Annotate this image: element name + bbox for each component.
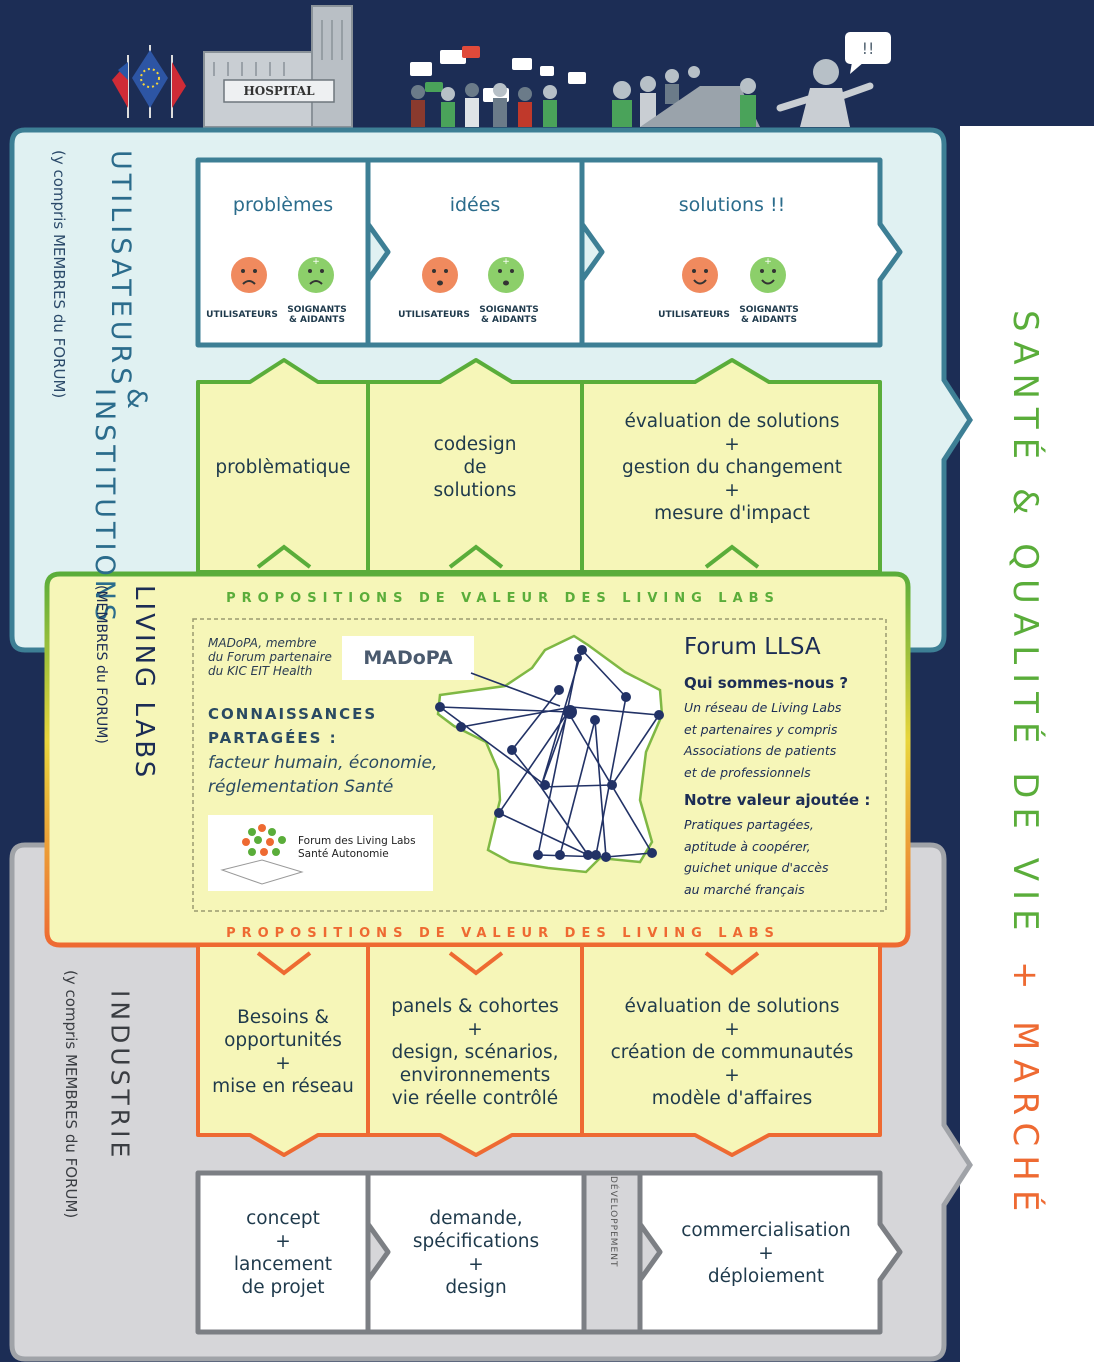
flags-icon xyxy=(112,45,186,118)
meeting-icon xyxy=(612,66,760,127)
forum-title: Forum LLSA xyxy=(684,634,821,660)
forum-logo-text: Forum des Living Labs Santé Autonomie xyxy=(298,835,416,860)
value-text: Pratiques partagées, aptitude à coopérer… xyxy=(684,817,829,897)
value-prop-evaluation: évaluation de solutions + gestion du cha… xyxy=(622,410,842,524)
forum-dashed-box xyxy=(192,618,887,912)
process-bar-bottom xyxy=(195,1170,903,1335)
happy-carer-face-icon: + xyxy=(750,257,786,293)
sad-user-face-icon xyxy=(231,257,267,293)
propositions-bottom: PROPOSITIONS DE VALEUR DES LIVING LABS xyxy=(226,925,780,941)
france-map-icon xyxy=(435,634,664,874)
knowledge-title: CONNAISSANCES PARTAGÉES : xyxy=(208,705,378,747)
industry-subtitle: (y compris MEMBRES du FORUM) xyxy=(62,970,80,1219)
column-title-problems: problèmes xyxy=(232,194,334,216)
hospital-icon xyxy=(203,5,353,128)
process-bar-top xyxy=(195,157,903,348)
living-labs-title: LIVING LABS xyxy=(129,585,159,781)
sad-carer-face-icon: + xyxy=(298,257,334,293)
green-up-chevrons xyxy=(256,544,760,569)
knowledge-text: facteur humain, économie, réglementation… xyxy=(208,753,438,797)
face-label-users-1: UTILISATEURS xyxy=(206,310,278,320)
living-labs-subtitle: (MEMBRES du FORUM) xyxy=(93,585,109,744)
value-prop-problematique: problèmatique xyxy=(215,456,351,478)
top-illustration xyxy=(112,5,891,128)
madopa-logo: MADoPA xyxy=(363,647,453,669)
stage-commercialisation: commercialisation + déploiement xyxy=(681,1219,851,1287)
face-label-carers-1: SOIGNANTS & AIDANTS xyxy=(287,305,347,325)
users-title-line1: UTILISATEURS xyxy=(105,150,136,389)
users-title: UTILISATEURS & INSTITUTIONS xyxy=(88,150,152,630)
neutral-carer-face-icon: + xyxy=(488,257,524,293)
face-label-carers-3: SOIGNANTS & AIDANTS xyxy=(739,305,799,325)
hospital-sign: HOSPITAL xyxy=(243,84,315,98)
users-title-line2: & INSTITUTIONS xyxy=(89,388,152,626)
value-title: Notre valeur ajoutée : xyxy=(684,791,871,809)
value-prop-evaluation-industry: évaluation de solutions + création de co… xyxy=(610,995,854,1109)
banner-sante: SANTÉ & QUALITÉ DE VIE xyxy=(1005,310,1045,940)
industry-title: INDUSTRIE xyxy=(105,990,135,1162)
svg-text:+: + xyxy=(312,257,320,267)
svg-text:+: + xyxy=(764,257,772,267)
propositions-top: PROPOSITIONS DE VALEUR DES LIVING LABS xyxy=(226,590,780,606)
column-title-ideas: idées xyxy=(449,194,501,216)
value-prop-panels: panels & cohortes + design, scénarios, e… xyxy=(391,995,559,1109)
orange-columns xyxy=(196,943,882,1157)
value-prop-codesign: codesign de solutions xyxy=(433,433,517,501)
banner-plus: + xyxy=(1005,961,1045,999)
speech-bubble-text: !! xyxy=(861,38,875,58)
speech-bubble-icon xyxy=(845,32,891,74)
who-title: Qui sommes-nous ? xyxy=(684,674,849,692)
svg-text:+: + xyxy=(502,257,510,267)
face-label-carers-2: SOIGNANTS & AIDANTS xyxy=(479,305,539,325)
stage-development-label: DÉVELOPPEMENT xyxy=(608,1176,618,1268)
right-banner-shape xyxy=(960,126,1094,1362)
orange-down-chevrons xyxy=(256,951,760,976)
speaker-icon xyxy=(776,59,874,127)
face-label-users-2: UTILISATEURS xyxy=(398,310,470,320)
green-columns xyxy=(196,358,882,574)
stage-concept: concept + lancement de projet xyxy=(233,1208,333,1298)
face-label-users-3: UTILISATEURS xyxy=(658,310,730,320)
neutral-user-face-icon xyxy=(422,257,458,293)
madopa-text: MADoPA, membre du Forum partenaire du KI… xyxy=(208,636,332,678)
value-prop-besoins: Besoins & opportunités + mise en réseau xyxy=(212,1007,354,1097)
happy-user-face-icon xyxy=(682,257,718,293)
users-subtitle: (y compris MEMBRES du FORUM) xyxy=(50,150,68,399)
forum-logo-icon xyxy=(220,824,304,885)
madopa-logo-box xyxy=(342,636,474,680)
banner-marche: MARCHÉ xyxy=(1005,1020,1045,1221)
column-title-solutions: solutions !! xyxy=(678,194,786,216)
right-banner-text: SANTÉ & QUALITÉ DE VIE + MARCHÉ xyxy=(1000,310,1050,1220)
crowd-icon xyxy=(410,46,586,127)
faces: + + + xyxy=(231,257,786,293)
stage-specifications: demande, spécifications + design xyxy=(412,1208,540,1298)
who-text: Un réseau de Living Labs et partenaires … xyxy=(684,700,842,780)
